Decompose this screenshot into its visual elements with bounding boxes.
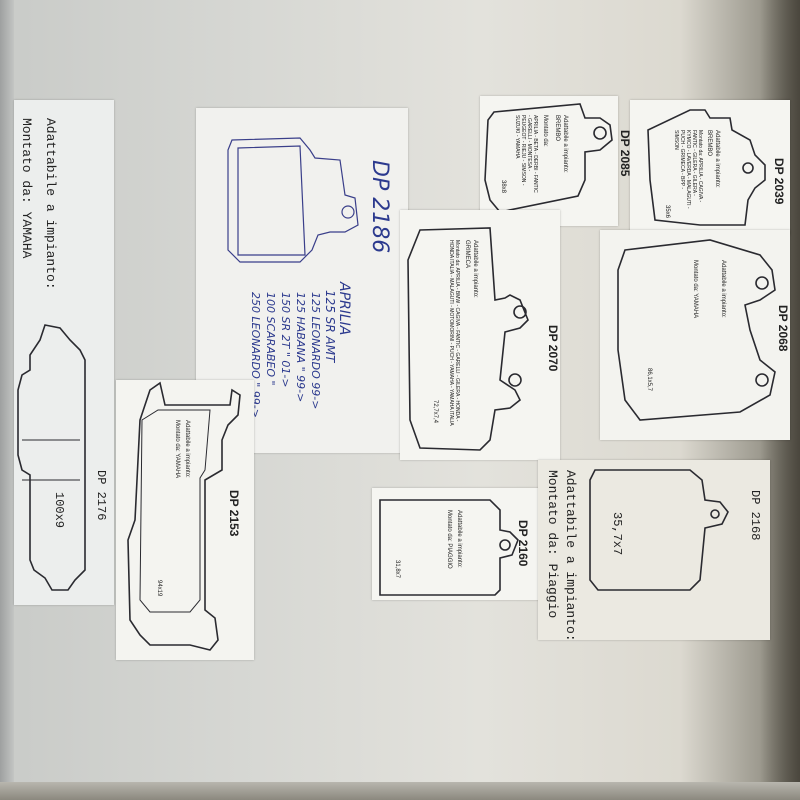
sheet-dp2168	[538, 460, 770, 640]
background-edge-left	[0, 0, 14, 800]
dp2168-code: DP 2168	[748, 490, 762, 541]
sheet-dp2039	[630, 100, 790, 235]
dp2168-size: 35,7x7	[610, 512, 624, 556]
dp2168-adapt: Adattabile a impianto:	[563, 470, 578, 642]
background-edge-bottom	[0, 782, 800, 800]
dp2168-mounted: Montato da: Piaggio	[545, 470, 560, 619]
sheet-dp2068	[600, 230, 790, 440]
sheet-dp2160	[372, 488, 542, 600]
sheet-dp2070	[400, 210, 560, 460]
